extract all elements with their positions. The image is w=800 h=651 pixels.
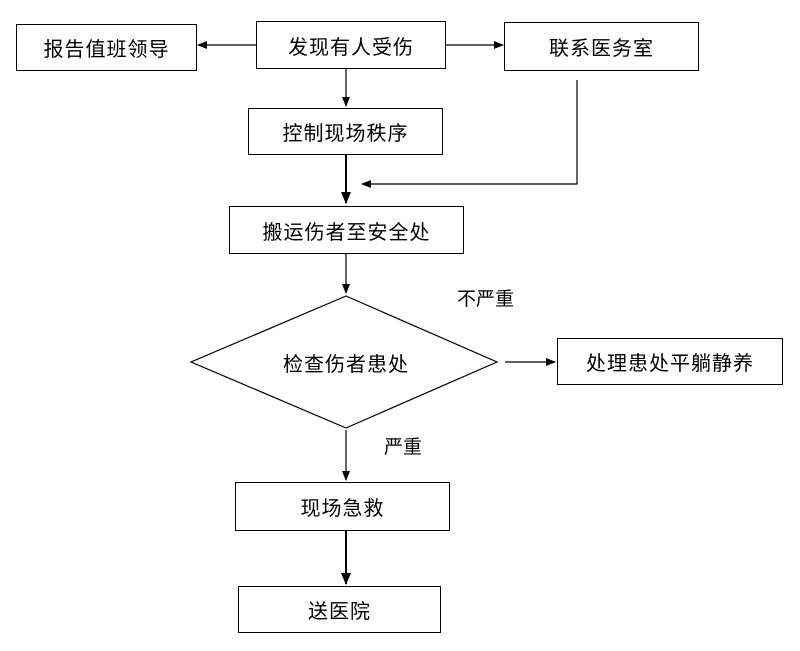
node-check-injury: 检查伤者患处 xyxy=(283,352,409,376)
node-discover-injury: 发现有人受伤 xyxy=(256,21,446,69)
arrow-contact-to-transport xyxy=(361,80,578,188)
edge-label-not-serious: 不严重 xyxy=(457,288,515,310)
node-first-aid: 现场急救 xyxy=(235,482,450,531)
edge-label-serious: 严重 xyxy=(384,436,423,458)
node-control-scene: 控制现场秩序 xyxy=(248,108,443,155)
node-send-to-hospital: 送医院 xyxy=(238,586,441,633)
node-treat-and-rest: 处理患处平躺静养 xyxy=(557,338,783,385)
node-report-duty-leader: 报告值班领导 xyxy=(16,24,197,71)
node-contact-infirmary: 联系医务室 xyxy=(504,22,699,71)
node-transport-injured: 搬运伤者至安全处 xyxy=(229,206,464,254)
decision-diamond xyxy=(189,295,499,429)
